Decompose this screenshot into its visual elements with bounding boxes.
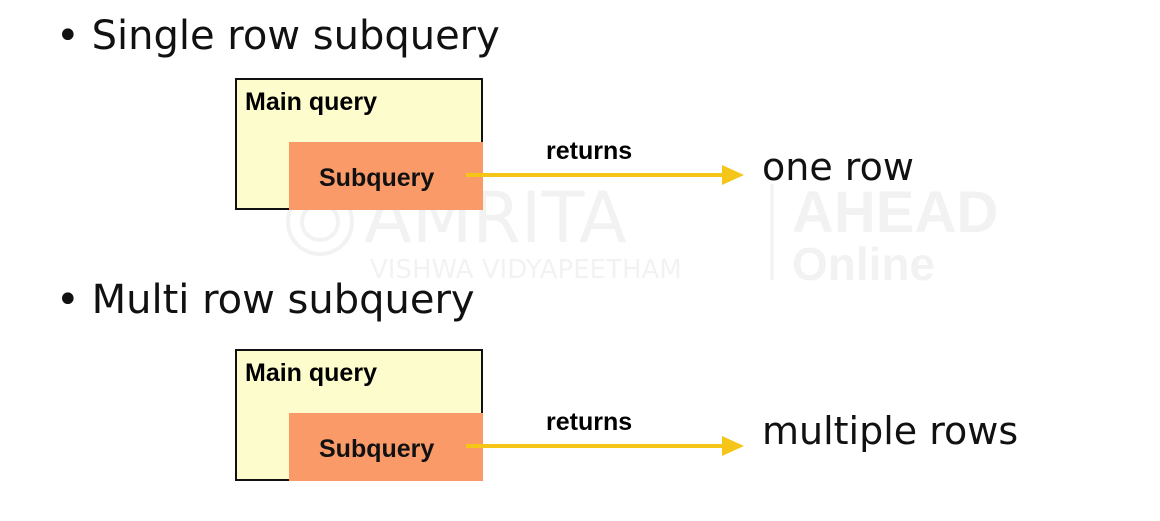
- bullet-dot: •: [56, 13, 80, 59]
- main-query-box: Main query Subquery: [235, 78, 483, 210]
- subquery-label: Subquery: [319, 164, 435, 192]
- main-query-box: Main query Subquery: [235, 349, 483, 481]
- watermark-right-bottom: Online: [792, 238, 935, 290]
- returns-label: returns: [546, 137, 633, 165]
- result-multiple-rows: multiple rows: [762, 409, 1019, 453]
- watermark-right-top: AHEAD: [792, 180, 998, 245]
- returns-arrow: [466, 436, 744, 456]
- main-query-label: Main query: [245, 88, 377, 116]
- subquery-box: Subquery: [289, 142, 483, 210]
- section-single-row-title: •Single row subquery: [56, 16, 500, 56]
- bullet-dot: •: [56, 277, 80, 323]
- subquery-box: Subquery: [289, 413, 483, 481]
- result-one-row: one row: [762, 145, 914, 189]
- section-title-text: Multi row subquery: [91, 277, 475, 323]
- returns-arrow: [466, 165, 744, 185]
- returns-label: returns: [546, 408, 633, 436]
- section-multi-row-title: •Multi row subquery: [56, 280, 475, 320]
- subquery-label: Subquery: [319, 435, 435, 463]
- section-title-text: Single row subquery: [91, 13, 500, 59]
- main-query-label: Main query: [245, 359, 377, 387]
